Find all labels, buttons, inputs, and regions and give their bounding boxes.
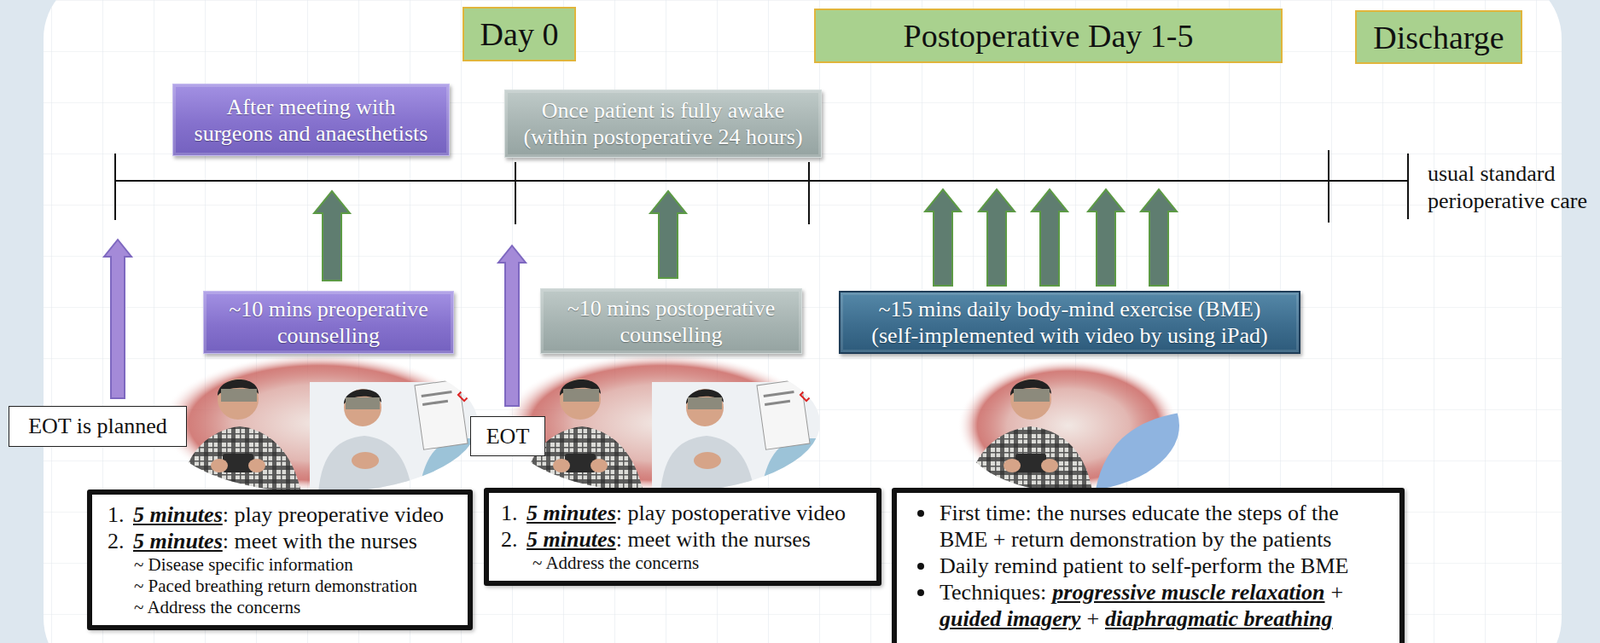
timing-box: After meeting with surgeons and anaesthe… [172, 83, 450, 157]
list-row: 1.5 minutes: play preoperative video [107, 501, 460, 529]
timeline-tick [114, 153, 117, 221]
emphasis-text: diaphragmatic breathing [1105, 605, 1333, 633]
bullet [915, 579, 940, 606]
event-box: EOT is planned [8, 406, 187, 448]
item-line: Daily remind patient to self-perform the… [939, 552, 1385, 580]
list-number: 1. [500, 500, 527, 527]
item-line: 5 minutes: meet with the nurses [133, 528, 460, 555]
item-text: Techniques: [939, 579, 1047, 606]
item-text: : meet with the nurses [616, 527, 811, 553]
item-text: + [1086, 605, 1100, 633]
item-text: : play preoperative video [222, 502, 444, 528]
purple-arrows [104, 239, 526, 407]
up-arrow [1140, 189, 1177, 286]
day-header: Discharge [1355, 10, 1523, 64]
box-text: ~10 mins postoperative counselling [553, 295, 789, 349]
day-header: Day 0 [462, 6, 576, 62]
item-text: : play postoperative video [616, 500, 846, 526]
emphasis-text: 5 minutes [133, 502, 223, 528]
item-line: 5 minutes: play preoperative video [133, 501, 460, 529]
list-row: 2.5 minutes: meet with the nurses [107, 528, 460, 555]
box-text: Postoperative Day 1-5 [903, 17, 1194, 55]
photo [502, 353, 821, 494]
emphasis-text: 5 minutes [133, 529, 223, 554]
box-text: Discharge [1373, 18, 1504, 57]
bullet-dot [917, 563, 925, 571]
timeline-note: usual standard perioperative care [1427, 160, 1599, 216]
box-text: ~10 mins preoperative counselling [216, 296, 441, 350]
box-text: Once patient is fully awake (within post… [515, 97, 811, 151]
up-arrow [978, 189, 1015, 286]
item-line: First time: the nurses educate the steps… [939, 500, 1385, 553]
photo [957, 359, 1180, 493]
timeline-tick [1327, 150, 1330, 223]
list-number: 2. [500, 526, 527, 553]
item-text: Daily remind patient to self-perform the… [939, 553, 1349, 579]
item-text: First time: the nurses educate the steps… [939, 500, 1339, 553]
list-row: Daily remind patient to self-perform the… [915, 552, 1385, 580]
timing-box: Once patient is fully awake (within post… [504, 89, 822, 158]
sub-item-text: ~ Disease specific information [107, 554, 460, 576]
detail-box: 1.5 minutes: play preoperative video2.5 … [87, 489, 473, 631]
sub-item-text: ~ Address the concerns [107, 597, 460, 619]
photo [160, 353, 479, 494]
list-number: 2. [107, 528, 134, 555]
timeline [115, 150, 1408, 225]
list-row: Techniques:progressive muscle relaxation… [915, 579, 1385, 633]
emphasis-text: progressive muscle relaxation [1052, 579, 1325, 606]
session-box: ~10 mins preoperative counselling [203, 290, 454, 355]
list-number: 1. [107, 501, 134, 529]
item-line: 5 minutes: meet with the nurses [526, 526, 868, 553]
timeline-line [115, 180, 1408, 182]
up-arrow [1031, 189, 1068, 286]
sub-item-text: ~ Address the concerns [500, 552, 868, 575]
green-arrows [314, 189, 1177, 286]
sub-item-text: ~ Paced breathing return demonstration [107, 576, 460, 598]
emphasis-text: guided imagery [939, 605, 1081, 633]
panel [43, 0, 1562, 643]
item-line: 5 minutes: play postoperative video [526, 500, 868, 527]
grid [43, 0, 1562, 643]
box-text: ~15 mins daily body-mind exercise (BME) … [861, 296, 1278, 350]
session-box: ~10 mins postoperative counselling [540, 288, 803, 355]
list-row: First time: the nurses educate the steps… [915, 500, 1385, 553]
timeline-tick [808, 162, 810, 225]
box-text: EOT is planned [28, 413, 168, 440]
bullet [915, 552, 940, 580]
session-box: ~15 mins daily body-mind exercise (BME) … [838, 290, 1301, 355]
timeline-tick [514, 162, 517, 225]
bullet [915, 500, 940, 527]
up-arrow [498, 245, 526, 407]
timeline-tick [1407, 153, 1409, 220]
bullet-dot [917, 589, 925, 597]
bullet-dot [917, 510, 925, 518]
box-text: Day 0 [480, 15, 559, 53]
up-arrow [314, 191, 350, 281]
list-row: 2.5 minutes: meet with the nurses [500, 526, 868, 553]
list-row: 1.5 minutes: play postoperative video [500, 500, 868, 527]
up-arrow [650, 191, 687, 279]
item-text: : meet with the nurses [222, 529, 418, 554]
up-arrow [1088, 189, 1124, 286]
day-header: Postoperative Day 1-5 [814, 8, 1283, 64]
detail-box: First time: the nurses educate the steps… [891, 488, 1405, 643]
event-box: EOT [470, 416, 546, 457]
detail-box: 1.5 minutes: play postoperative video2.5… [483, 488, 882, 587]
emphasis-text: 5 minutes [526, 500, 617, 526]
box-text: After meeting with surgeons and anaesthe… [190, 93, 432, 147]
item-line: Techniques:progressive muscle relaxation… [939, 579, 1385, 633]
box-text: EOT [486, 424, 530, 450]
item-text: + [1331, 579, 1344, 606]
emphasis-text: 5 minutes [526, 527, 617, 553]
up-arrow [104, 239, 132, 399]
up-arrow [925, 189, 961, 286]
